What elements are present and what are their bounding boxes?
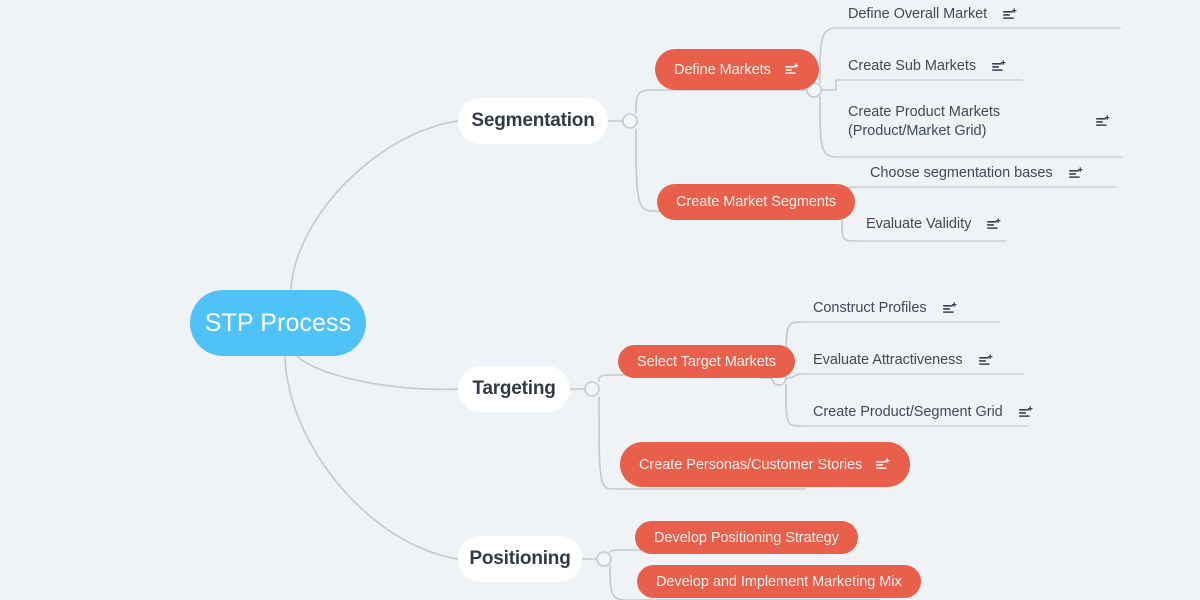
pill-node-create-personas[interactable]: Create Personas/Customer Stories (620, 442, 911, 487)
branch-node-label: Segmentation (471, 110, 595, 131)
leaf-node-label: Evaluate Attractiveness (813, 352, 963, 369)
joint-targeting (584, 381, 600, 397)
joint-positioning (596, 551, 612, 567)
leaf-node-create-product-segment-grid[interactable]: Create Product/Segment Grid (813, 403, 1034, 423)
leaf-node-create-sub-markets[interactable]: Create Sub Markets (848, 57, 1007, 77)
pill-node-label: Create Market Segments (676, 194, 837, 210)
edge-selecttarget-child2 (786, 373, 1024, 379)
root-node-stp-process[interactable]: STP Process (190, 290, 366, 356)
joint-segmentation (622, 113, 638, 129)
add-note-icon[interactable] (978, 354, 994, 368)
leaf-node-label: Create Product/Segment Grid (813, 404, 1003, 421)
leaf-node-label: Choose segmentation bases (870, 165, 1053, 182)
leaf-node-choose-segmentation-bases[interactable]: Choose segmentation bases (870, 164, 1084, 184)
pill-node-develop-positioning-strategy[interactable]: Develop Positioning Strategy (635, 521, 858, 554)
edge-segmentation-spine (635, 89, 806, 114)
root-node-label: STP Process (204, 308, 352, 337)
leaf-node-create-product-markets[interactable]: Create Product Markets (Product/Market G… (848, 101, 1120, 143)
leaf-node-label: Evaluate Validity (866, 216, 972, 233)
leaf-node-label: Construct Profiles (813, 300, 927, 317)
leaf-node-construct-profiles[interactable]: Construct Profiles (813, 299, 958, 319)
branch-node-positioning[interactable]: Positioning (458, 536, 582, 582)
leaf-node-label: Create Sub Markets (848, 58, 977, 75)
edge-marketsegments-child1 (841, 186, 1117, 205)
leaf-node-evaluate-validity[interactable]: Evaluate Validity (866, 215, 1002, 235)
pill-node-define-markets[interactable]: Define Markets (655, 49, 819, 90)
add-note-icon[interactable] (784, 62, 800, 77)
branch-node-label: Positioning (469, 548, 571, 569)
leaf-node-evaluate-attractiveness[interactable]: Evaluate Attractiveness (813, 351, 994, 371)
branch-node-targeting[interactable]: Targeting (458, 366, 570, 412)
pill-node-select-target-markets[interactable]: Select Target Markets (618, 345, 795, 378)
edge-root-targeting (296, 355, 459, 391)
add-note-icon[interactable] (1068, 167, 1084, 181)
edge-root-positioning (284, 356, 459, 560)
branch-node-segmentation[interactable]: Segmentation (458, 98, 608, 144)
add-note-icon[interactable] (987, 218, 1002, 232)
edge-root-segmentation (290, 120, 459, 290)
pill-node-label: Select Target Markets (637, 353, 776, 370)
pill-node-label: Define Markets (674, 61, 771, 78)
add-note-icon[interactable] (992, 60, 1007, 74)
branch-node-label: Targeting (472, 378, 556, 399)
add-note-icon[interactable] (876, 457, 891, 472)
leaf-node-label: Create Product Markets (Product/Market G… (848, 103, 1001, 139)
add-note-icon[interactable] (942, 302, 958, 316)
edge-definemarkets-child2 (820, 79, 1023, 91)
pill-node-create-market-segments[interactable]: Create Market Segments (657, 184, 856, 220)
pill-node-label: Develop Positioning Strategy (654, 529, 839, 546)
pill-node-develop-implement-marketing-mix[interactable]: Develop and Implement Marketing Mix (637, 565, 921, 598)
add-note-icon[interactable] (1018, 406, 1034, 420)
leaf-node-label: Define Overall Market (848, 6, 988, 23)
add-note-icon[interactable] (1003, 8, 1018, 22)
add-note-icon[interactable] (1096, 115, 1111, 129)
leaf-node-define-overall-market[interactable]: Define Overall Market (848, 5, 1018, 25)
pill-node-label: Develop and Implement Marketing Mix (656, 573, 902, 590)
pill-node-label: Create Personas/Customer Stories (639, 456, 863, 473)
